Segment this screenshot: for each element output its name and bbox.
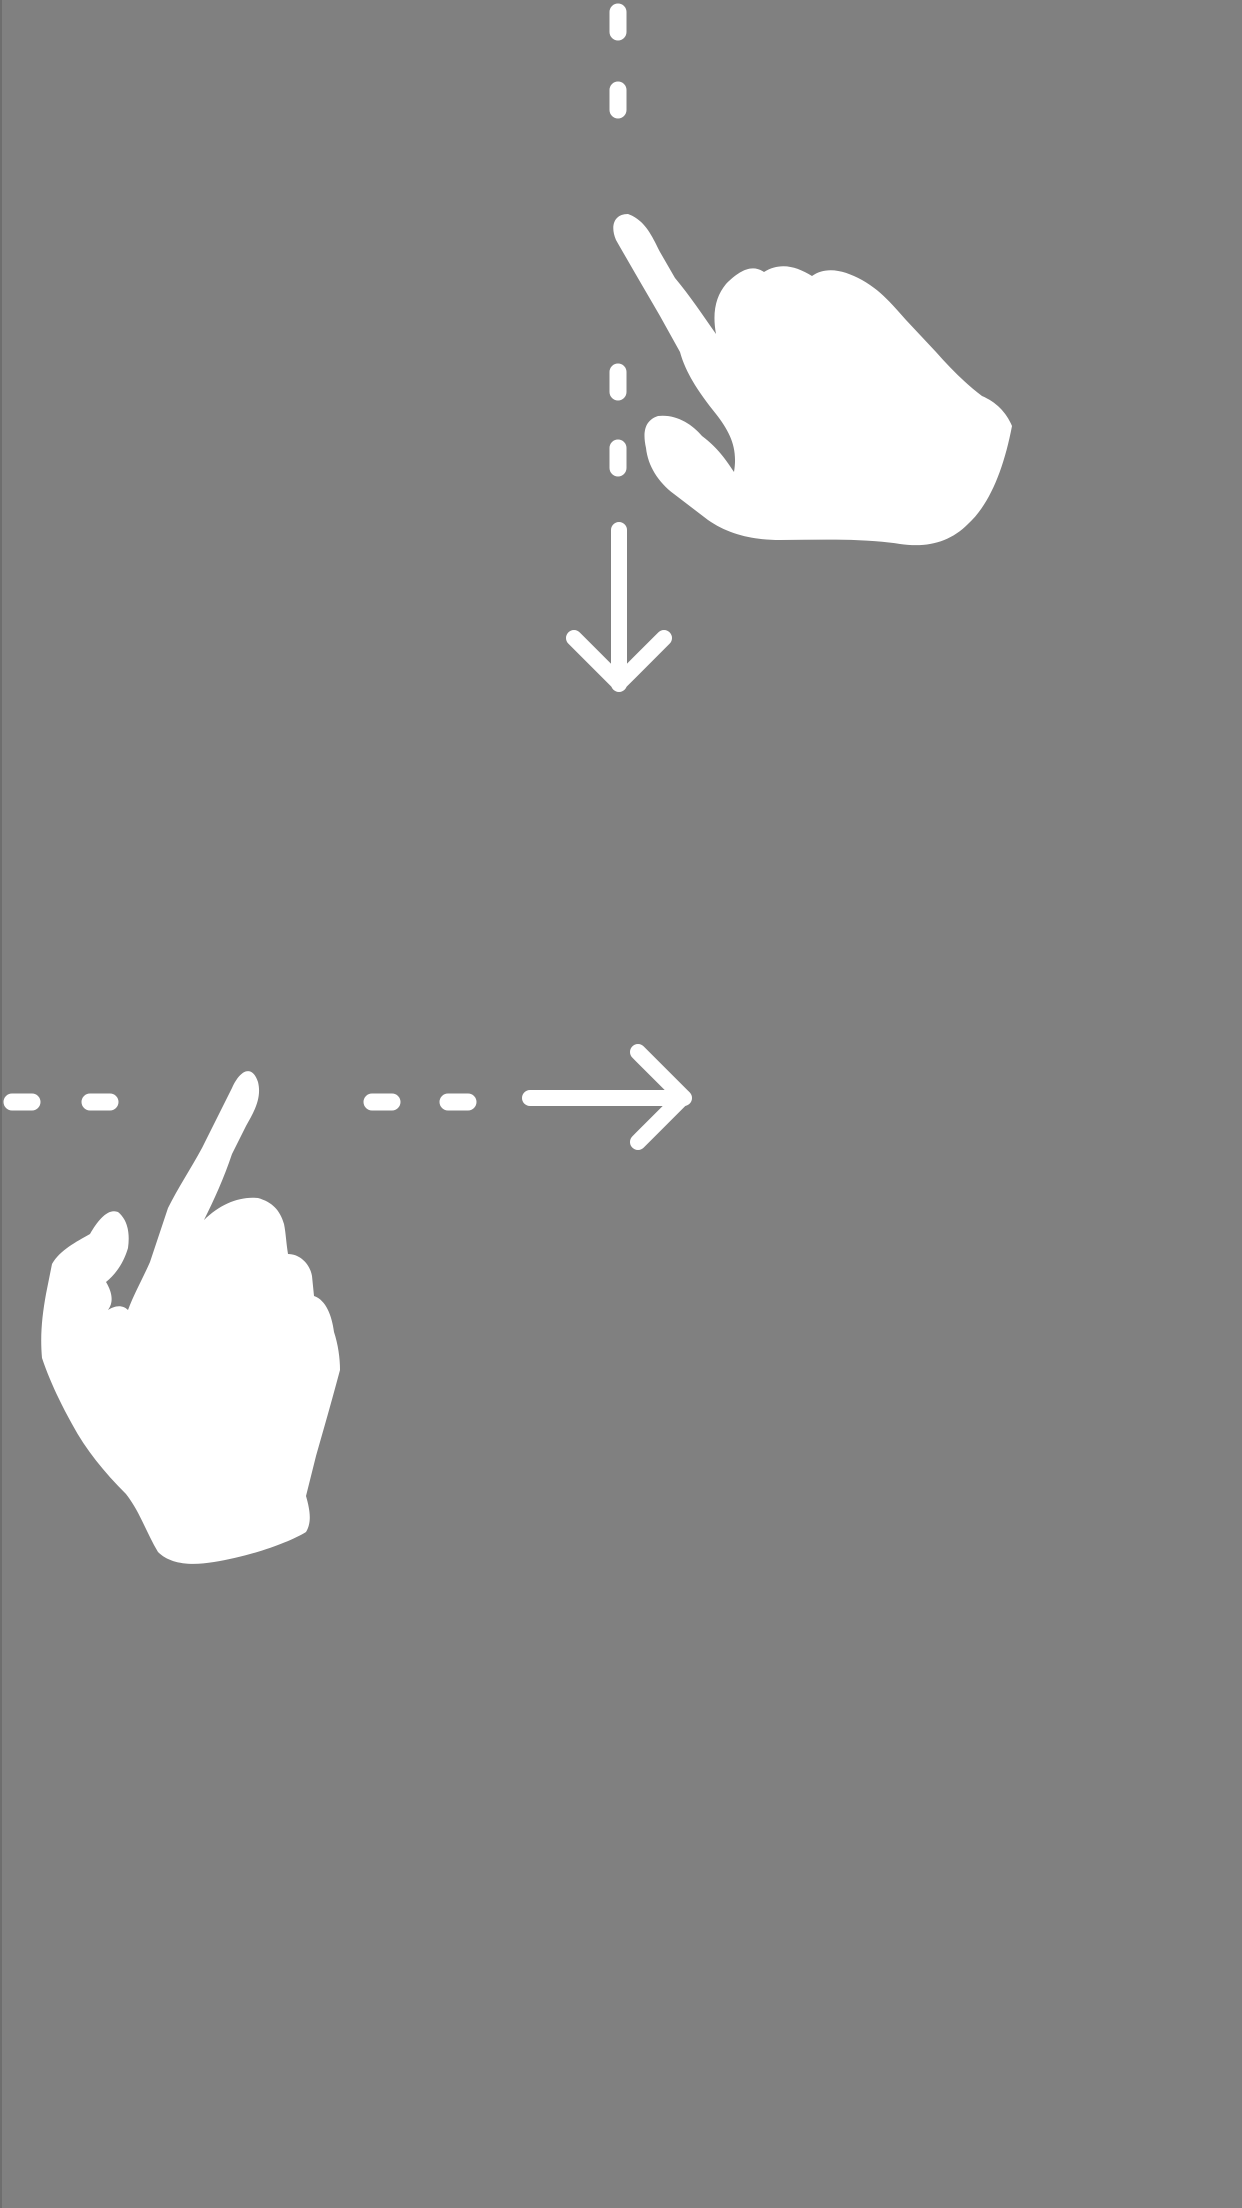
- arrow-down-icon: [566, 522, 672, 692]
- arrow-right-icon: [522, 1044, 692, 1150]
- left-edge-line: [0, 0, 2, 2208]
- hand-pointing-icon: [41, 1071, 340, 1564]
- hand-pointing-icon: [613, 214, 1012, 546]
